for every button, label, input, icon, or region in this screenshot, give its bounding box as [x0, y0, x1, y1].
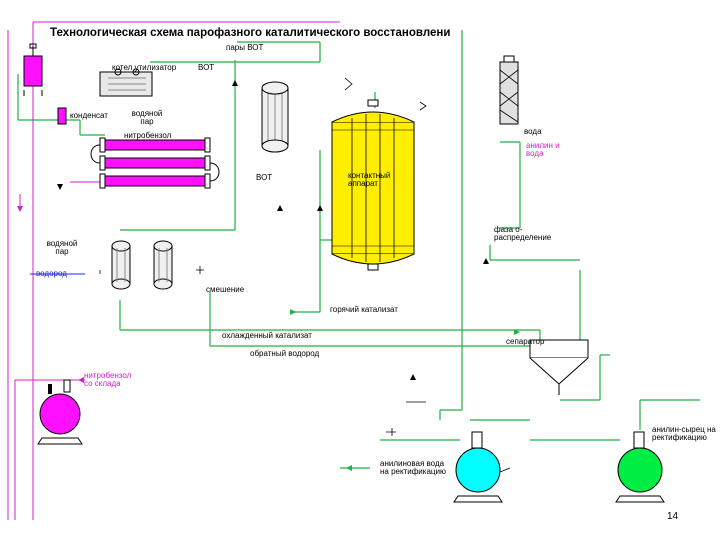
label-phase-distribution: фаза о-распределение [494, 225, 552, 242]
tank-crude-aniline [615, 431, 665, 503]
label-water-steam-upper: водяной пар [131, 109, 163, 126]
valves [196, 77, 511, 473]
label-water: вода [524, 127, 542, 136]
tank-aniline-water [453, 431, 503, 503]
label-crude-aniline: анилин-сырец на ректификацию [652, 425, 716, 442]
gas-mixing-exchangers [111, 240, 173, 290]
vertical-heat-exchanger [261, 81, 289, 153]
label-hydrogen: водород [36, 269, 67, 278]
label-return-hydrogen: обратный водород [250, 349, 320, 358]
condensate-pot [57, 107, 67, 125]
flow-arrows-magenta [17, 206, 84, 383]
flow-arrows-green [290, 309, 520, 471]
process-lines-magenta [14, 181, 100, 520]
packed-column [499, 55, 519, 125]
process-lines-green [17, 30, 700, 469]
label-aniline-water: анилиновая вода на ректификацию [380, 459, 446, 476]
label-cooled-catalyzate: охлажденный катализат [222, 331, 312, 340]
label-vot-lower: ВОТ [256, 173, 273, 182]
nitrobenzene-heat-exchangers [90, 137, 220, 189]
label-mixing: смешение [206, 285, 245, 294]
process-lines-blue [30, 270, 101, 275]
label-hot-catalyzate: горячий катализат [330, 305, 398, 314]
label-separator: сепаратор [506, 337, 545, 346]
label-nitrobenzene-from-storage: нитробензол со склада [84, 371, 132, 388]
label-aniline-and-water: анилин и вода [526, 141, 560, 158]
separator-vessel [529, 339, 589, 395]
label-contact-reactor: контактный аппарат [348, 171, 391, 188]
label-vot-vapors: пары ВОТ [226, 43, 264, 52]
label-condensate: конденсат [70, 111, 108, 120]
frame-lines-magenta [7, 21, 340, 520]
storage-vessel-top-left [23, 43, 43, 96]
page-number: 14 [667, 511, 679, 522]
waste-heat-boiler [99, 68, 153, 97]
diagram-title: Технологическая схема парофазного катали… [50, 27, 451, 39]
tank-nitrobenzene-storage [37, 379, 83, 445]
contact-reactor [331, 99, 415, 271]
label-water-steam-lower: водяной пар [46, 239, 78, 256]
label-nitrobenzene: нитробензол [124, 131, 172, 140]
label-vot-right: ВОТ [198, 63, 215, 72]
label-waste-heat-boiler: котел утилизатор [112, 63, 177, 72]
flow-arrows [57, 80, 489, 380]
